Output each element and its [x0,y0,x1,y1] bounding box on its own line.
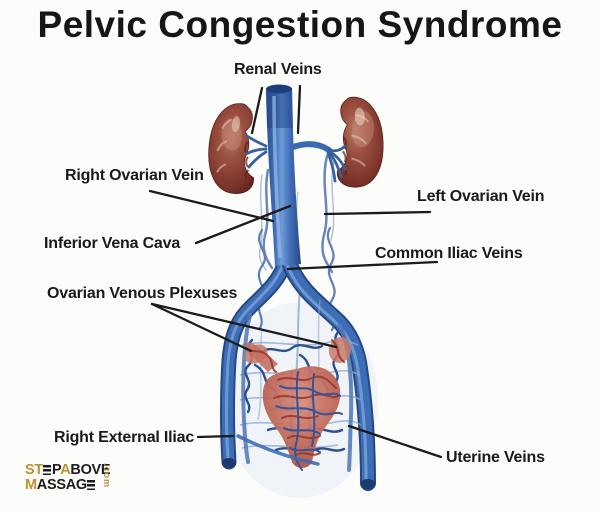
uterine-blue-net [236,371,343,471]
leader-right-external-iliac [196,434,235,439]
leader-inferior-vena-cava [194,204,292,245]
leader-renal-right [296,84,302,135]
leader-plexus-left [150,302,253,353]
label-ovarian-venous-plexuses: Ovarian Venous Plexuses [47,285,238,302]
leader-uterine-veins [347,424,443,459]
renal-vein-branches [244,134,347,183]
label-right-ovarian-vein: Right Ovarian Vein [65,167,204,184]
left-kidney [336,96,384,188]
label-left-ovarian-vein: Left Ovarian Vein [417,188,545,205]
label-renal-veins: Renal Veins [234,61,322,78]
leader-left-ovarian-vein [323,210,432,216]
logo-domain-suffix: .com [102,463,112,489]
label-uterine-veins: Uterine Veins [446,449,545,466]
label-common-iliac-veins: Common Iliac Veins [375,245,523,262]
leader-renal-left [250,86,264,135]
page-title: Pelvic Congestion Syndrome [37,4,563,45]
leader-plexus-right [150,302,338,349]
logo-line2: MASSAG [25,478,110,493]
label-right-external-iliac: Right External Iliac [54,429,195,446]
inferior-vena-cava-vessel [266,84,301,266]
leader-right-ovarian-vein [148,189,275,223]
leader-common-iliac-veins [286,260,439,271]
leader-lines [148,84,443,459]
right-kidney [208,103,254,194]
label-inferior-vena-cava: Inferior Vena Cava [44,235,181,252]
